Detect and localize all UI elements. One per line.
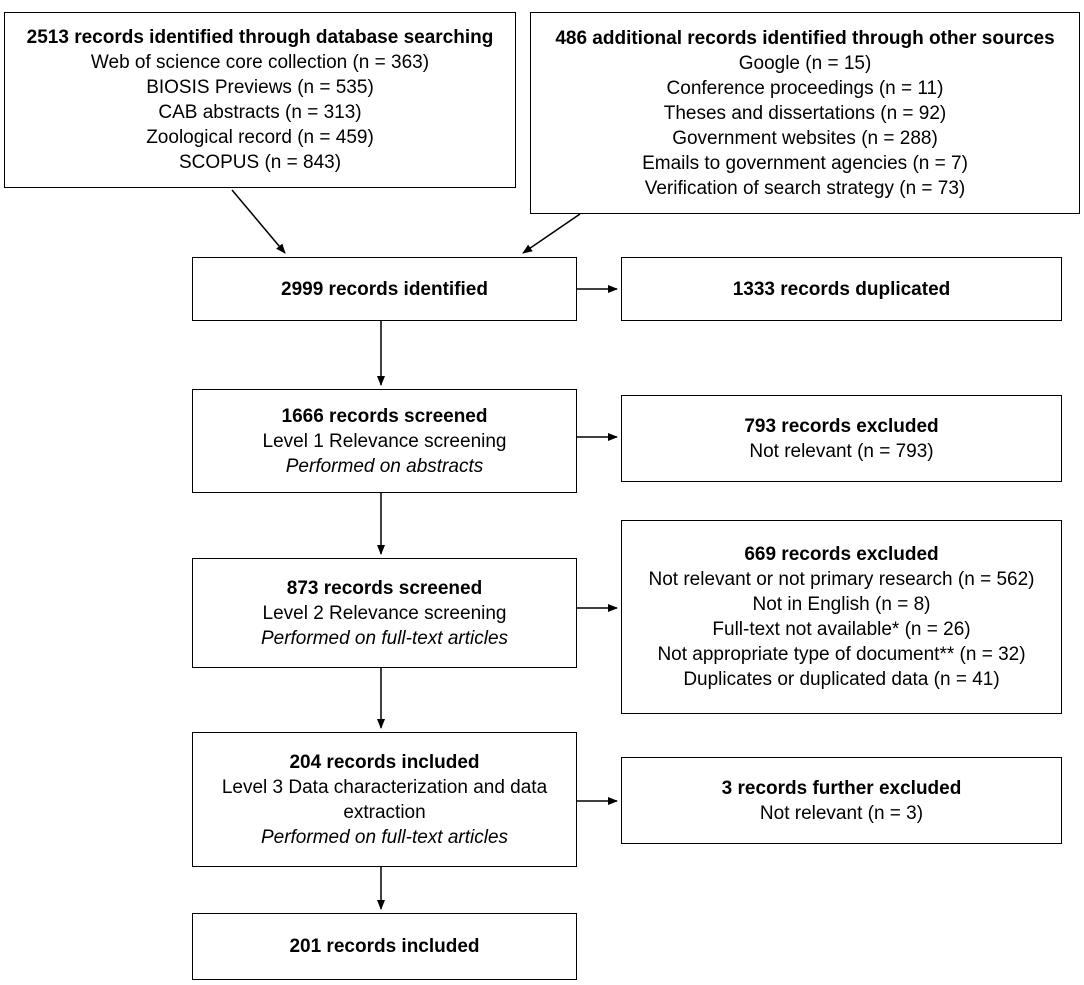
final-included-title: 201 records included (289, 936, 480, 957)
arrow-db-to-identified (231, 189, 286, 254)
included-level3-box: 204 records included Level 3 Data charac… (192, 732, 577, 867)
source-line: Government websites (n = 288) (672, 127, 938, 149)
screening-level1-box: 1666 records screened Level 1 Relevance … (192, 389, 577, 493)
screening-level1-title: 1666 records screened (281, 405, 488, 427)
excluded3-box: 3 records further excluded Not relevant … (621, 757, 1062, 844)
other-sources-box: 486 additional records identified throug… (530, 12, 1080, 214)
included-level3-note: Performed on full-text articles (260, 826, 509, 848)
exclusion-reason: Full-text not available* (n = 26) (712, 619, 971, 640)
source-line: Web of science core collection (n = 363) (90, 52, 430, 73)
arrow-other-to-identified (522, 213, 581, 254)
screening-level1-note: Performed on abstracts (285, 455, 484, 477)
excluded3-title: 3 records further excluded (721, 777, 962, 799)
included-level3-line: Level 3 Data characterization and data e… (221, 776, 548, 823)
screening-level2-line: Level 2 Relevance screening (262, 602, 507, 624)
final-included-box: 201 records included (192, 913, 577, 980)
exclusion-reason: Not appropriate type of document** (n = … (657, 644, 1026, 665)
identified-box: 2999 records identified (192, 257, 577, 321)
exclusion-reason: Not in English (n = 8) (752, 594, 931, 615)
excluded2-title: 669 records excluded (744, 544, 939, 565)
other-sources-title: 486 additional records identified throug… (555, 27, 1055, 49)
screening-level2-note: Performed on full-text articles (260, 627, 509, 649)
source-line: Conference proceedings (n = 11) (666, 77, 944, 99)
source-line: Theses and dissertations (n = 92) (663, 102, 947, 124)
database-search-title: 2513 records identified through database… (26, 27, 494, 48)
excluded2-box: 669 records excluded Not relevant or not… (621, 520, 1062, 714)
excluded1-box: 793 records excluded Not relevant (n = 7… (621, 395, 1062, 482)
duplicated-box: 1333 records duplicated (621, 257, 1062, 321)
source-line: SCOPUS (n = 843) (178, 152, 342, 173)
screening-level2-box: 873 records screened Level 2 Relevance s… (192, 558, 577, 668)
source-line: Emails to government agencies (n = 7) (642, 152, 968, 174)
exclusion-reason: Duplicates or duplicated data (n = 41) (683, 669, 1000, 690)
excluded1-title: 793 records excluded (744, 415, 939, 437)
excluded3-line: Not relevant (n = 3) (759, 802, 924, 824)
source-line: Google (n = 15) (738, 52, 872, 74)
source-line: Verification of search strategy (n = 73) (644, 177, 966, 199)
source-line: BIOSIS Previews (n = 535) (146, 77, 374, 98)
screening-level1-line: Level 1 Relevance screening (262, 430, 507, 452)
exclusion-reason: Not relevant or not primary research (n … (648, 569, 1035, 590)
source-line: CAB abstracts (n = 313) (158, 102, 362, 123)
screening-level2-title: 873 records screened (286, 577, 483, 599)
source-line: Zoological record (n = 459) (146, 127, 374, 148)
excluded1-line: Not relevant (n = 793) (749, 440, 934, 462)
duplicated-title: 1333 records duplicated (732, 278, 951, 300)
included-level3-title: 204 records included (289, 751, 480, 773)
identified-title: 2999 records identified (281, 278, 488, 300)
database-search-box: 2513 records identified through database… (4, 12, 516, 188)
